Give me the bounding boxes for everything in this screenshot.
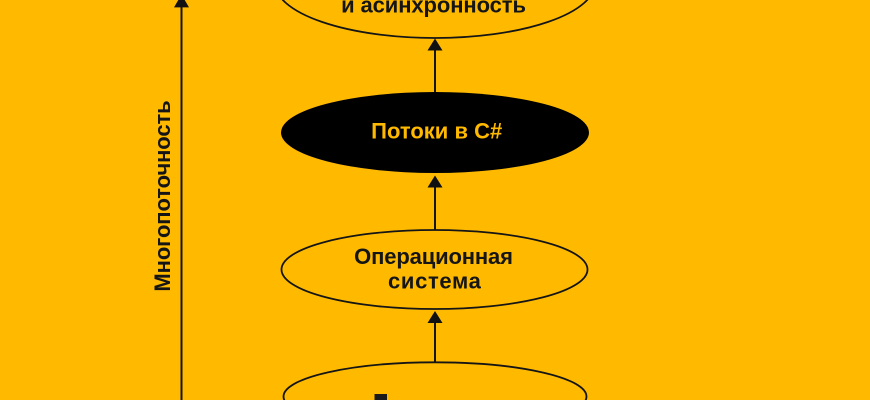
svg-text:Операционная: Операционная <box>354 244 513 269</box>
svg-text:система: система <box>388 269 482 294</box>
svg-text:и асинхронность: и асинхронность <box>341 0 526 18</box>
svg-text:Потоки в C#: Потоки в C# <box>371 119 502 144</box>
svg-text:Многопоточность: Многопоточность <box>150 100 175 291</box>
